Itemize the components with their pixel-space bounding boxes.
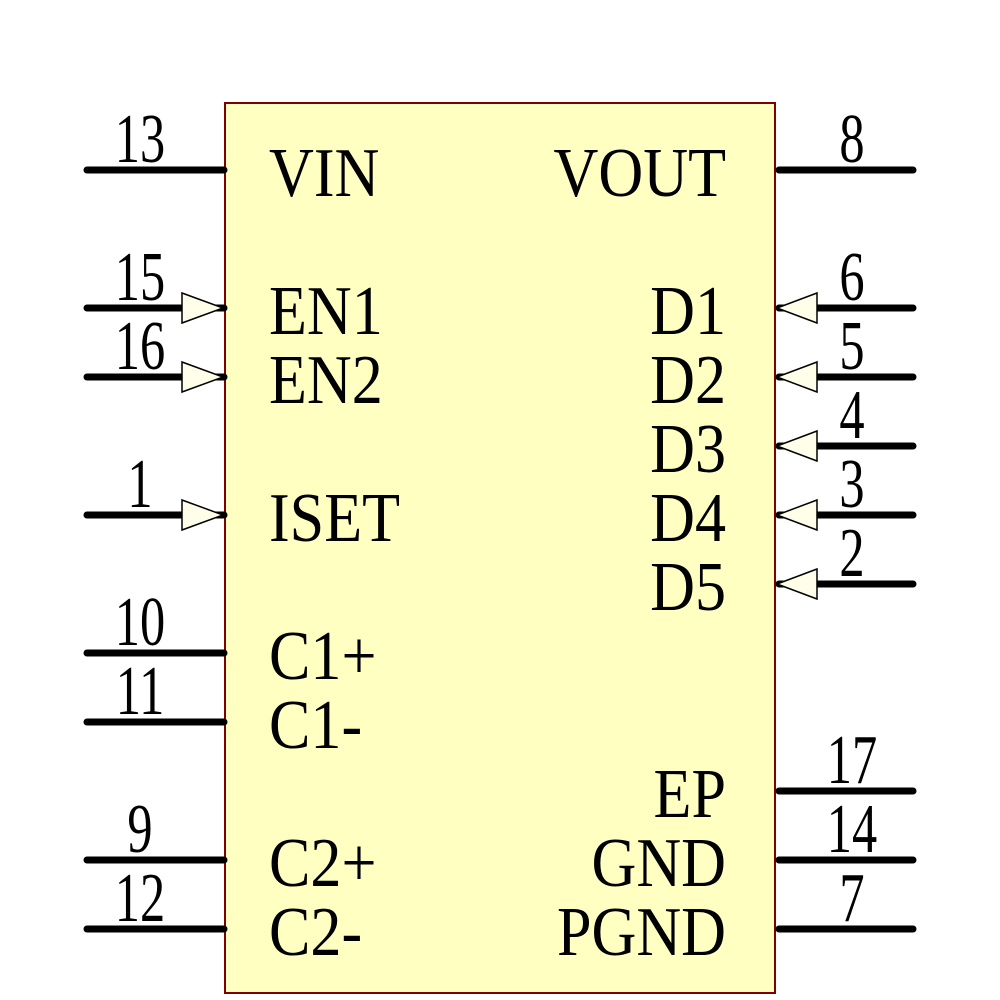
pin-d1: 6 D1 — [650, 239, 917, 350]
pin-name-label: D3 — [650, 411, 726, 488]
pin-number: 11 — [116, 653, 165, 730]
pin-d4: 3 D4 — [650, 446, 917, 557]
pin-number: 4 — [839, 377, 864, 454]
pin-name-label: C2- — [269, 894, 362, 971]
pin-iset: 1 ISET — [83, 446, 400, 557]
pin-number: 16 — [115, 308, 165, 385]
input-arrow-icon — [181, 291, 226, 325]
pin-number: 17 — [827, 722, 877, 799]
pin-number: 14 — [827, 791, 877, 868]
input-arrow-icon — [774, 498, 818, 532]
pin-c2-minus: 12 C2- — [83, 860, 362, 971]
input-arrow-icon — [774, 567, 818, 601]
pin-name-label: PGND — [557, 894, 726, 971]
pin-d3: 4 D3 — [650, 377, 917, 488]
pin-number: 10 — [115, 584, 165, 661]
pin-c2-plus: 9 C2+ — [83, 791, 376, 902]
pin-number: 12 — [115, 860, 165, 937]
pin-number: 13 — [115, 101, 165, 178]
pin-name-label: C1- — [269, 687, 362, 764]
pin-name-label: D1 — [650, 273, 726, 350]
pin-pgnd: 7 PGND — [557, 860, 917, 971]
pin-name-label: VIN — [269, 135, 379, 212]
pin-d2: 5 D2 — [650, 308, 917, 419]
pin-name-label: C1+ — [269, 618, 376, 695]
pin-number: 6 — [839, 239, 864, 316]
pin-vout: 8 VOUT — [554, 101, 917, 212]
pin-number: 9 — [127, 791, 152, 868]
pin-name-label: VOUT — [554, 135, 726, 212]
pin-d5: 2 D5 — [650, 515, 917, 626]
pin-c1-plus: 10 C1+ — [83, 584, 376, 695]
pin-name-label: ISET — [269, 480, 400, 557]
pin-c1-minus: 11 C1- — [83, 653, 362, 764]
pin-number: 5 — [839, 308, 864, 385]
pin-name-label: D2 — [650, 342, 726, 419]
pin-en2: 16 EN2 — [83, 308, 383, 419]
pin-number: 1 — [127, 446, 152, 523]
input-arrow-icon — [774, 429, 818, 463]
pin-gnd: 14 GND — [591, 791, 917, 902]
input-arrow-icon — [774, 291, 818, 325]
pin-name-label: D4 — [650, 480, 726, 557]
pin-name-label: EN2 — [269, 342, 383, 419]
pin-name-label: EN1 — [269, 273, 383, 350]
pin-number: 15 — [115, 239, 165, 316]
input-arrow-icon — [181, 498, 226, 532]
pin-number: 2 — [839, 515, 864, 592]
input-arrow-icon — [181, 360, 226, 394]
pin-name-label: GND — [591, 825, 726, 902]
pin-ep: 17 EP — [654, 722, 917, 833]
pin-number: 7 — [839, 860, 864, 937]
pin-name-label: EP — [654, 756, 726, 833]
pin-name-label: C2+ — [269, 825, 376, 902]
pin-en1: 15 EN1 — [83, 239, 383, 350]
pin-name-label: D5 — [650, 549, 726, 626]
input-arrow-icon — [774, 360, 818, 394]
pin-vin: 13 VIN — [83, 101, 379, 212]
pin-number: 3 — [839, 446, 864, 523]
ic-body — [224, 102, 776, 994]
pin-number: 8 — [839, 101, 864, 178]
